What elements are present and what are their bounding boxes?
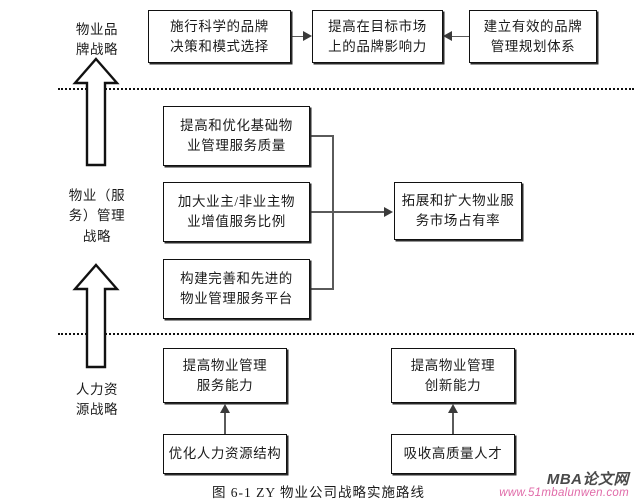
tier-label-brand-strategy: 物业品 牌战略: [75, 22, 119, 58]
node-brand-influence-label: 提高在目标市场 上的品牌影响力: [328, 18, 427, 54]
arrowhead-system-to-influence: [443, 31, 452, 41]
watermark-title: MBA论文网: [546, 471, 629, 488]
node-brand-system[interactable]: 建立有效的品牌 管理规划体系: [469, 10, 597, 63]
connector-system-to-influence: [452, 35, 470, 38]
arrowhead-talent-to-innovation: [447, 404, 458, 413]
block-arrow-service-to-brand: [72, 56, 120, 168]
node-brand-decision-label: 施行科学的品牌 决策和模式选择: [170, 18, 269, 54]
watermark-url: www.51mbalunwen.com: [499, 487, 629, 499]
node-hr-capability-label: 提高物业管理 服务能力: [182, 357, 268, 393]
connector-decision-to-influence: [291, 35, 306, 38]
node-service-quality[interactable]: 提高和优化基础物 业管理服务质量: [163, 106, 310, 166]
connector-service-to-market: [310, 211, 388, 213]
arrowhead-structure-to-capability: [219, 404, 230, 413]
tier-separator-top: [58, 88, 634, 90]
node-brand-decision[interactable]: 施行科学的品牌 决策和模式选择: [148, 10, 291, 63]
node-hr-talent-label: 吸收高质量人才: [403, 446, 503, 462]
arrowhead-service-to-market: [384, 206, 393, 217]
connector-structure-to-capability: [224, 412, 226, 434]
tier-separator-bottom: [58, 333, 634, 335]
node-brand-influence[interactable]: 提高在目标市场 上的品牌影响力: [312, 10, 443, 63]
node-service-platform-label: 构建完善和先进的 物业管理服务平台: [180, 271, 293, 306]
node-market-share-label: 拓展和扩大物业服 务市场占有率: [401, 193, 515, 228]
connector-platform-stub: [310, 288, 334, 290]
node-service-platform[interactable]: 构建完善和先进的 物业管理服务平台: [163, 259, 310, 319]
node-hr-structure-label: 优化人力资源结构: [168, 446, 282, 462]
node-brand-system-label: 建立有效的品牌 管理规划体系: [483, 18, 583, 54]
node-service-value[interactable]: 加大业主/非业主物 业增值服务比例: [163, 182, 310, 242]
node-hr-structure[interactable]: 优化人力资源结构: [163, 434, 287, 474]
node-hr-innovation-label: 提高物业管理 创新能力: [410, 357, 496, 393]
block-arrow-hr-to-service: [72, 262, 120, 370]
node-service-value-label: 加大业主/非业主物 业增值服务比例: [177, 194, 296, 229]
tier-label-service-strategy: 物业（服 务）管理 战略: [68, 188, 126, 244]
tier-label-hr-strategy: 人力资 源战略: [75, 382, 119, 418]
node-hr-capability[interactable]: 提高物业管理 服务能力: [163, 348, 287, 403]
connector-quality-stub: [310, 135, 334, 137]
node-service-quality-label: 提高和优化基础物 业管理服务质量: [180, 118, 293, 153]
connector-talent-to-innovation: [452, 412, 454, 434]
node-market-share[interactable]: 拓展和扩大物业服 务市场占有率: [394, 182, 522, 240]
figure-caption: 图 6-1 ZY 物业公司战略实施路线: [211, 485, 426, 500]
node-hr-talent[interactable]: 吸收高质量人才: [391, 434, 515, 474]
node-hr-innovation[interactable]: 提高物业管理 创新能力: [391, 348, 515, 403]
arrowhead-decision-to-influence: [303, 31, 312, 41]
